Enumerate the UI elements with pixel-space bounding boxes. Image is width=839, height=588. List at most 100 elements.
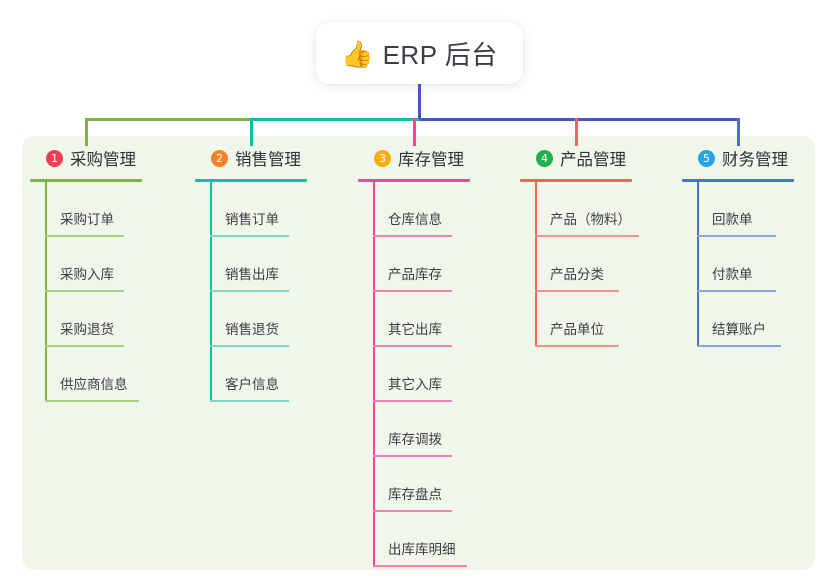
- connector-bus-segment-3: [419, 118, 740, 121]
- leaf-item-label: 产品（物料）: [550, 212, 631, 227]
- connector-drop-1: [85, 118, 88, 146]
- connector-bus-segment-2: [250, 118, 422, 121]
- leaf-item[interactable]: 库存调拨: [358, 402, 470, 457]
- leaf-item[interactable]: 结算账户: [682, 292, 794, 347]
- branch-items-2: 销售订单销售出库销售退货客户信息: [195, 182, 307, 402]
- leaf-item-label: 销售退货: [225, 322, 279, 337]
- branch-spine-5: [697, 182, 699, 347]
- branch-heading-5[interactable]: 5 财务管理: [682, 146, 794, 170]
- leaf-item-underline: [210, 290, 289, 292]
- leaf-item[interactable]: 销售退货: [195, 292, 307, 347]
- branch-heading-3[interactable]: 3 库存管理: [358, 146, 470, 170]
- leaf-item[interactable]: 产品（物料）: [520, 182, 639, 237]
- leaf-item-underline: [373, 345, 452, 347]
- branch-title-4: 产品管理: [560, 151, 626, 169]
- leaf-item-underline: [697, 290, 776, 292]
- leaf-item-underline: [210, 345, 289, 347]
- leaf-item[interactable]: 仓库信息: [358, 182, 470, 237]
- connector-drop-3: [413, 118, 416, 146]
- leaf-item[interactable]: 采购入库: [30, 237, 142, 292]
- leaf-item[interactable]: 产品库存: [358, 237, 470, 292]
- branch-spine-2: [210, 182, 212, 402]
- leaf-item-label: 其它出库: [388, 322, 442, 337]
- branch-items-4: 产品（物料） 产品分类产品单位: [520, 182, 639, 347]
- branch-title-5: 财务管理: [722, 151, 788, 169]
- leaf-item-underline: [373, 290, 452, 292]
- leaf-item-label: 出库库明细: [388, 542, 456, 557]
- thumbs-up-icon: 👍: [341, 39, 374, 69]
- branch-spine-4: [535, 182, 537, 347]
- leaf-item-underline: [45, 235, 124, 237]
- leaf-item-label: 库存调拨: [388, 432, 442, 447]
- leaf-item[interactable]: 销售出库: [195, 237, 307, 292]
- leaf-item-label: 供应商信息: [60, 377, 128, 392]
- leaf-item[interactable]: 客户信息: [195, 347, 307, 402]
- leaf-item-underline: [535, 345, 619, 347]
- leaf-item-underline: [373, 400, 452, 402]
- branch-column-3: 3 库存管理仓库信息产品库存其它出库其它入库库存调拨库存盘点出库库明细: [358, 146, 470, 567]
- leaf-item-underline: [373, 235, 452, 237]
- connector-root-stem: [418, 84, 421, 121]
- leaf-item-label: 产品分类: [550, 267, 604, 282]
- diagram-background-panel: [22, 136, 815, 570]
- branch-spine-3: [373, 182, 375, 567]
- branch-underline-3: [358, 179, 470, 182]
- branch-title-3: 库存管理: [398, 151, 464, 169]
- leaf-item-underline: [373, 510, 452, 512]
- leaf-item-underline: [535, 290, 619, 292]
- leaf-item[interactable]: 其它出库: [358, 292, 470, 347]
- leaf-item-underline: [373, 565, 467, 567]
- leaf-item-label: 回款单: [712, 212, 753, 227]
- branch-column-4: 4 产品管理产品（物料） 产品分类产品单位: [520, 146, 639, 347]
- leaf-item-underline: [373, 455, 452, 457]
- leaf-item-underline: [45, 345, 124, 347]
- leaf-item-label: 结算账户: [712, 322, 766, 337]
- branch-underline-4: [520, 179, 632, 182]
- leaf-item[interactable]: 销售订单: [195, 182, 307, 237]
- leaf-item[interactable]: 采购订单: [30, 182, 142, 237]
- leaf-item[interactable]: 付款单: [682, 237, 794, 292]
- branch-badge-4: 4: [536, 149, 553, 167]
- leaf-item-label: 销售订单: [225, 212, 279, 227]
- root-node-erp[interactable]: 👍 ERP 后台: [316, 22, 523, 84]
- leaf-item[interactable]: 产品单位: [520, 292, 632, 347]
- leaf-item[interactable]: 库存盘点: [358, 457, 470, 512]
- leaf-item[interactable]: 出库库明细: [358, 512, 470, 567]
- leaf-item-underline: [45, 290, 124, 292]
- leaf-item[interactable]: 其它入库: [358, 347, 470, 402]
- branch-items-5: 回款单付款单结算账户: [682, 182, 794, 347]
- connector-drop-5: [737, 118, 740, 146]
- leaf-item-underline: [210, 400, 289, 402]
- branch-badge-2: 2: [211, 149, 228, 167]
- branch-items-1: 采购订单采购入库采购退货供应商信息: [30, 182, 142, 402]
- leaf-item-underline: [697, 345, 781, 347]
- branch-items-3: 仓库信息产品库存其它出库其它入库库存调拨库存盘点出库库明细: [358, 182, 470, 567]
- connector-drop-4: [575, 118, 578, 146]
- branch-title-2: 销售管理: [235, 151, 301, 169]
- leaf-item[interactable]: 产品分类: [520, 237, 632, 292]
- leaf-item-label: 客户信息: [225, 377, 279, 392]
- leaf-item-label: 采购入库: [60, 267, 114, 282]
- branch-heading-2[interactable]: 2 销售管理: [195, 146, 307, 170]
- leaf-item-underline: [535, 235, 639, 237]
- branch-badge-5: 5: [698, 149, 715, 167]
- root-node-title: ERP 后台: [382, 39, 498, 70]
- branch-badge-3: 3: [374, 149, 391, 167]
- leaf-item[interactable]: 供应商信息: [30, 347, 142, 402]
- leaf-item-label: 其它入库: [388, 377, 442, 392]
- branch-column-5: 5 财务管理回款单付款单结算账户: [682, 146, 794, 347]
- leaf-item[interactable]: 回款单: [682, 182, 794, 237]
- branch-heading-4[interactable]: 4 产品管理: [520, 146, 632, 170]
- branch-column-2: 2 销售管理销售订单销售出库销售退货客户信息: [195, 146, 307, 402]
- leaf-item[interactable]: 采购退货: [30, 292, 142, 347]
- leaf-item-label: 付款单: [712, 267, 753, 282]
- leaf-item-label: 仓库信息: [388, 212, 442, 227]
- branch-underline-5: [682, 179, 794, 182]
- branch-underline-1: [30, 179, 142, 182]
- leaf-item-label: 产品单位: [550, 322, 604, 337]
- leaf-item-underline: [697, 235, 776, 237]
- leaf-item-underline: [45, 400, 139, 402]
